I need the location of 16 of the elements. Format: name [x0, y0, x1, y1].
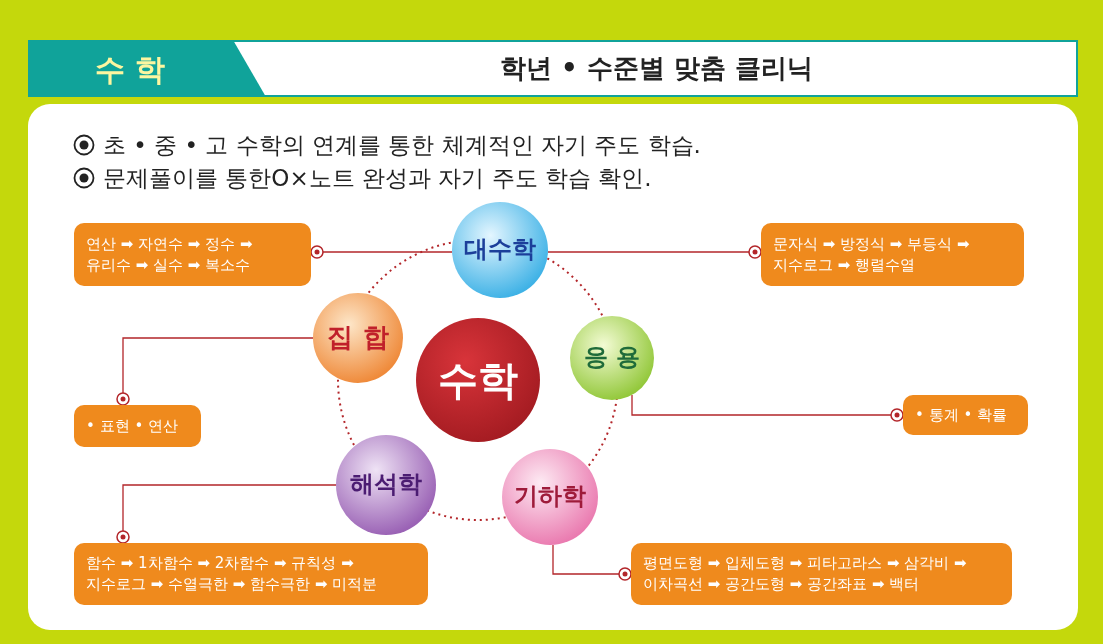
leader-line — [116, 484, 337, 544]
topic-box: • 통계 • 확률 — [903, 395, 1028, 435]
topic-box: 함수 ➡ 1차함수 ➡ 2차함수 ➡ 규칙성 ➡ 지수로그 ➡ 수열극한 ➡ 함수극한 ➡ 미적분 — [74, 543, 428, 605]
topic-box: 문자식 ➡ 방정식 ➡ 부등식 ➡ 지수로그 ➡ 행렬수열 — [761, 223, 1024, 286]
bullet-text: 문제풀이를 통한O×노트 완성과 자기 주도 학습 확인. — [103, 164, 652, 193]
diagram-title: 학년 • 수준별 맞춤 클리닉 — [500, 52, 813, 85]
leader-line — [547, 245, 762, 259]
bullet-text: 초 • 중 • 고 수학의 연계를 통한 체계적인 자기 주도 학습. — [103, 131, 701, 160]
leader-line — [116, 337, 314, 406]
topic-box: 평면도형 ➡ 입체도형 ➡ 피타고라스 ➡ 삼각비 ➡ 이차곡선 ➡ 공간도형 ➡ 공간좌표 ➡ 백터 — [631, 543, 1012, 605]
leader-line — [631, 394, 904, 422]
topic-box: 연산 ➡ 자연수 ➡ 정수 ➡ 유리수 ➡ 실수 ➡ 복소수 — [74, 223, 311, 286]
subject-label: 수 학 — [95, 51, 166, 89]
leader-line — [310, 245, 453, 259]
leader-line — [552, 544, 632, 581]
topic-box: • 표현 • 연산 — [74, 405, 201, 447]
